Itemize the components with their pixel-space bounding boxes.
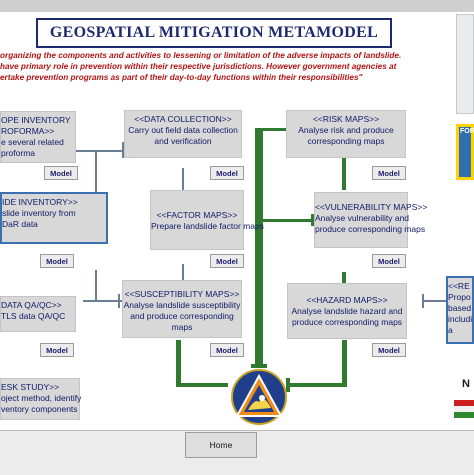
box-text: slide inventory from bbox=[2, 208, 76, 218]
intro-line: have primary role in prevention within t… bbox=[0, 62, 397, 71]
box-text: DaR data bbox=[2, 219, 38, 229]
connector bbox=[182, 168, 184, 190]
box-text: Prepare landslide factor maps bbox=[151, 221, 264, 231]
box-text: includi bbox=[448, 314, 473, 324]
box-text: e several related bbox=[1, 137, 64, 147]
box-title: DATA QA/QC>> bbox=[1, 300, 62, 310]
box-text: Analyse vulnerability and bbox=[315, 213, 410, 223]
connector bbox=[342, 140, 346, 190]
slide-inventory-box: IDE INVENTORY>> slide inventory from DaR… bbox=[0, 192, 108, 244]
data-collection-box: <<DATA COLLECTION>> Carry out field data… bbox=[124, 110, 242, 158]
connector bbox=[342, 340, 347, 386]
model-button[interactable]: Model bbox=[40, 254, 74, 268]
connector bbox=[251, 364, 267, 368]
connector bbox=[311, 214, 314, 226]
box-title: <<SUSCEPTIBILITY MAPS>> bbox=[124, 289, 240, 299]
connector bbox=[342, 272, 346, 286]
model-button[interactable]: Model bbox=[44, 166, 78, 180]
desk-study-box: ESK STUDY>> oject method, identify vento… bbox=[0, 378, 82, 420]
intro-text: organizing the components and activities… bbox=[0, 50, 450, 83]
flag-stripe bbox=[454, 400, 474, 406]
connector bbox=[176, 340, 181, 386]
box-text: a bbox=[448, 325, 453, 335]
box-title: <<FACTOR MAPS>> bbox=[156, 210, 238, 220]
connector bbox=[422, 294, 424, 308]
box-text: based o bbox=[448, 303, 474, 313]
susceptibility-maps-box: <<SUSCEPTIBILITY MAPS>> Analyse landslid… bbox=[122, 280, 242, 338]
window-top-bar bbox=[0, 0, 474, 12]
scope-inventory-box: OPE INVENTORY ROFORMA>> e several relate… bbox=[0, 111, 76, 163]
box-title: <<RE bbox=[448, 281, 470, 291]
box-text: maps bbox=[171, 322, 193, 332]
box-text: corresponding maps bbox=[307, 136, 385, 146]
flag-stripe bbox=[454, 406, 474, 412]
box-title: <<HAZARD MAPS>> bbox=[306, 295, 388, 305]
right-thumbnail bbox=[456, 14, 474, 114]
connector bbox=[95, 270, 97, 300]
box-text: ventory components bbox=[1, 404, 78, 414]
model-button[interactable]: Model bbox=[210, 343, 244, 357]
hazard-maps-box: <<HAZARD MAPS>> Analyse landslide hazard… bbox=[287, 283, 407, 339]
box-text: and produce corresponding bbox=[130, 311, 234, 321]
connector bbox=[422, 300, 448, 302]
page-title: GEOSPATIAL MITIGATION METAMODEL bbox=[36, 18, 392, 48]
connector bbox=[263, 128, 291, 131]
factor-maps-box: <<FACTOR MAPS>> Prepare landslide factor… bbox=[150, 190, 264, 250]
box-text: oject method, identify bbox=[1, 393, 82, 403]
connector bbox=[76, 150, 124, 152]
box-title: OPE INVENTORY bbox=[1, 115, 71, 125]
connector bbox=[286, 378, 290, 392]
box-text: Analyse landslide susceptibility bbox=[123, 300, 241, 310]
data-qa-box: DATA QA/QC>> TLS data QA/QC bbox=[0, 296, 76, 332]
connector bbox=[95, 152, 97, 192]
connector bbox=[83, 300, 123, 302]
model-button[interactable]: Model bbox=[372, 254, 406, 268]
intro-line: ertake prevention programs as part of th… bbox=[0, 73, 363, 82]
right-form-panel: FORMA bbox=[456, 124, 474, 180]
flag-stripe bbox=[454, 412, 474, 418]
model-button[interactable]: Model bbox=[372, 166, 406, 180]
risk-maps-box: <<RISK MAPS>> Analyse risk and produce c… bbox=[286, 110, 406, 158]
model-button[interactable]: Model bbox=[372, 343, 406, 357]
box-text: produce corresponding maps bbox=[315, 224, 426, 234]
connector bbox=[263, 219, 313, 222]
box-text: Analyse risk and produce bbox=[298, 125, 394, 135]
box-text: TLS data QA/QC bbox=[1, 311, 66, 321]
box-title: ROFORMA>> bbox=[1, 126, 55, 136]
box-text: and verification bbox=[154, 136, 212, 146]
box-text: proforma bbox=[1, 148, 36, 158]
box-text: Carry out field data collection bbox=[128, 125, 238, 135]
box-text: Propo bbox=[448, 292, 471, 302]
home-button[interactable]: Home bbox=[185, 432, 257, 458]
vulnerability-maps-box: <<VULNERABILITY MAPS>> Analyse vulnerabi… bbox=[314, 192, 428, 248]
main-connector-trunk bbox=[255, 128, 263, 368]
right-panel-label: FORMA bbox=[460, 128, 474, 135]
box-title: <<DATA COLLECTION>> bbox=[134, 114, 232, 124]
connector bbox=[182, 264, 184, 280]
box-text: Analyse landslide hazard and bbox=[291, 306, 403, 316]
model-button[interactable]: Model bbox=[210, 254, 244, 268]
box-title: <<RISK MAPS>> bbox=[312, 114, 380, 124]
box-title: IDE INVENTORY>> bbox=[2, 197, 78, 207]
box-title: <<VULNERABILITY MAPS>> bbox=[315, 202, 428, 212]
model-button[interactable]: Model bbox=[40, 343, 74, 357]
warning-emblem-icon bbox=[228, 368, 290, 426]
connector bbox=[122, 142, 124, 158]
model-button[interactable]: Model bbox=[210, 166, 244, 180]
connector bbox=[118, 294, 120, 308]
connector bbox=[176, 383, 228, 387]
connector bbox=[290, 383, 347, 387]
legend-label: N bbox=[462, 378, 470, 390]
box-title: ESK STUDY>> bbox=[1, 382, 60, 392]
right-partial-box: <<RE Propo based o includi a bbox=[446, 276, 474, 344]
box-text: produce corresponding maps bbox=[291, 317, 403, 327]
intro-line: organizing the components and activities… bbox=[0, 51, 402, 60]
